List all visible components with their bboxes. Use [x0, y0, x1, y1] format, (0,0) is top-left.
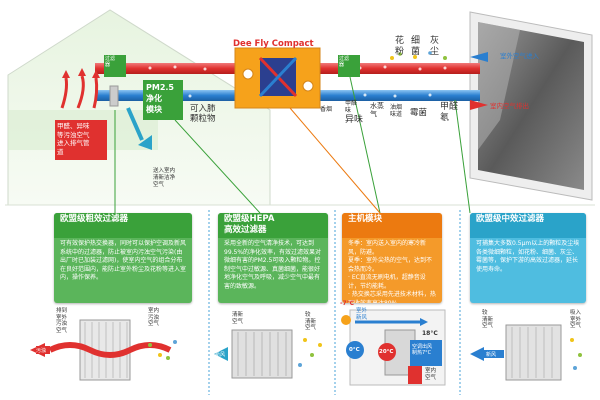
coarse-filter-title: 欧盟级粗效过滤器	[54, 213, 192, 238]
outside-intake-label: 吸入 室外 空气	[570, 310, 582, 329]
connector-lines	[114, 76, 471, 214]
pm25-module-label: PM2.5 净化 模块	[146, 83, 174, 114]
medium-filter-panel: 欧盟级中效过滤器 可捕集大多数0.5μm以上的颗粒及尘埃各类微细颗粒，如花粉、细…	[470, 213, 586, 303]
filter-label-left: 过滤 器	[105, 56, 116, 68]
main-temp-0: 0°C	[349, 347, 360, 353]
kitchen-smoke-label: 油烟 味道	[390, 104, 403, 118]
main-temp-18: 18°C	[422, 330, 438, 337]
mold-label: 霉菌	[410, 108, 428, 118]
fresh-air-tag-1: 新风	[215, 352, 226, 358]
main-unit-illustration	[341, 309, 446, 386]
medium-filter-title: 欧盟级中效过滤器	[470, 213, 586, 238]
hepa-filter-panel: 欧盟级HEPA 高效过滤器 采用全新的空气清净技术，可达到99.5%的净化效率，…	[218, 213, 328, 303]
peculiar-smell-label: 异味	[345, 115, 364, 125]
formaldehyde-small-label: 甲醛 味	[345, 100, 358, 114]
hepa-filter-illustration	[214, 329, 322, 379]
coarse-filter-illustration	[30, 319, 177, 381]
supply-arrow	[126, 107, 152, 150]
indoor-air-out-label: 室内空气排出	[490, 102, 529, 110]
main-outdoor-air-label: 室外 新风	[356, 308, 368, 321]
main-indoor-air-label: 室内 空气	[425, 368, 437, 381]
inhalable-particles-label: 可入肺 颗粒物	[190, 104, 216, 124]
filter-label-right: 过滤 器	[339, 56, 350, 68]
exhaust-inlet-box	[55, 120, 107, 160]
bacteria-label: 细 菌	[411, 36, 421, 57]
pollen-label: 花 粉	[395, 36, 405, 57]
exhaust-intake-label: 甲醛、异味 等污浊空气 进入排气管 道	[57, 122, 90, 156]
dust-label: 灰 尘	[430, 36, 440, 57]
medium-filter-body: 可捕集大多数0.5μm以上的颗粒及尘埃各类微细颗粒，如花粉、细菌、灰尘、霉菌等，…	[476, 240, 580, 273]
medium-filter-illustration	[470, 324, 582, 381]
fresh-air-tag-2: 新风	[486, 352, 497, 358]
exhaust-intake-arrows	[60, 68, 100, 109]
main-temp-outdoor: -7°C	[340, 300, 355, 307]
main-temp-20: 20°C	[379, 349, 394, 355]
water-vapor-label: 水蒸 气	[370, 102, 384, 118]
pm25-module-box	[143, 80, 183, 120]
coarse-filter-panel: 欧盟级粗效过滤器 可有效保护热交换器，同时可以保护空调及新风系统中的过滤器，防止…	[54, 213, 192, 303]
main-connector	[289, 107, 381, 214]
fresh-air-label-1: 清新 空气	[232, 312, 244, 325]
outdoor-air-in-label: 室外空气进入	[500, 52, 539, 60]
supply-air-label: 送入室内 清新洁净 空气	[153, 168, 176, 188]
main-unit-title: 主机模块	[342, 213, 442, 238]
indoor-out-arrow	[470, 100, 488, 110]
main-unit-body: 冬季：室内送入室内的寒冷新风，防避。 夏季：室外尖热的空气，达到不会热而冷。 ·…	[348, 240, 436, 303]
pipe-contaminants	[390, 51, 447, 60]
outdoor-window	[469, 11, 593, 201]
hepa-filter-body: 采用全新的空气清净技术，可达到99.5%的净化效率，有效过滤效果对微细有害的PM…	[224, 240, 322, 290]
right-filter-block	[338, 55, 360, 77]
formaldehyde-label: 甲醛 氡	[440, 102, 459, 123]
left-filter-block	[104, 55, 126, 107]
ac-output-label: 空调出风 制热7°C	[412, 344, 433, 356]
hepa-filter-title: 欧盟级HEPA 高效过滤器	[218, 213, 328, 238]
indoor-dirty-label: 室内 污浊 空气	[148, 308, 160, 327]
coarse-filter-body: 可有效保护热交换器，同时可以保护空调及新风系统中的过滤器，防止被室内污浊空气污染…	[60, 240, 187, 281]
smoke-label: 香烟	[320, 106, 333, 113]
cleaner-air-label-2: 较 清新 空气	[482, 310, 494, 329]
main-unit-panel: 主机模块 冬季：室内送入室内的寒冷新风，防避。 夏季：室外尖热的空气，达到不会热…	[342, 213, 442, 303]
brand-title: Dee Fly Compact	[233, 39, 314, 49]
exhaust-outside-label: 排到 室外 污浊 空气	[56, 308, 68, 334]
panel-dividers	[208, 210, 461, 395]
main-unit	[234, 47, 321, 109]
cleaner-air-label-1: 较 清新 空气	[305, 312, 317, 331]
pollution-tag: 污浊	[36, 348, 47, 354]
outdoor-in-arrow	[470, 52, 488, 62]
